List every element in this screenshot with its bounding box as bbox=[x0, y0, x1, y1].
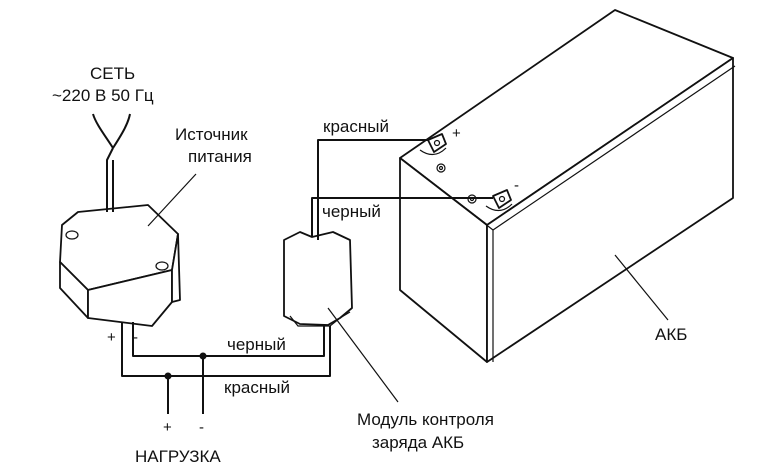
wire-black-psu bbox=[132, 322, 325, 357]
psu-mount-hole bbox=[65, 230, 79, 240]
psu-label-line2: питания bbox=[188, 147, 252, 166]
battery-plus-terminal bbox=[419, 133, 447, 156]
charge-module-body bbox=[283, 231, 353, 326]
battery-minus-sign: - bbox=[514, 177, 519, 194]
mains-cable bbox=[106, 147, 114, 212]
psu-plus-sign: + bbox=[107, 329, 116, 346]
wires bbox=[121, 139, 493, 414]
battery bbox=[399, 9, 736, 363]
wire-label-red-top: красный bbox=[323, 117, 389, 136]
wire-red-battery bbox=[317, 139, 428, 240]
battery-plus-sign: + bbox=[452, 125, 461, 142]
psu-side-face bbox=[171, 233, 181, 303]
module-label-line1: Модуль контроля bbox=[357, 410, 494, 429]
battery-minus-terminal bbox=[485, 189, 513, 212]
module-label-line2: заряда АКБ bbox=[372, 433, 464, 452]
psu-mount-hole bbox=[155, 261, 169, 271]
psu-minus-sign: - bbox=[133, 329, 138, 346]
wire-label-black-bottom: черный bbox=[227, 335, 286, 354]
load-plus-sign: + bbox=[163, 419, 172, 436]
mains-voltage-label: ~220 В 50 Гц bbox=[52, 86, 154, 105]
psu-front-face-2 bbox=[87, 269, 173, 327]
wire-label-black-top: черный bbox=[322, 202, 381, 221]
junction-dot-minus bbox=[199, 352, 207, 360]
junction-dot-plus bbox=[164, 372, 172, 380]
charge-module bbox=[283, 231, 353, 327]
mains-wire-left bbox=[92, 113, 114, 149]
leader-battery bbox=[614, 254, 669, 321]
battery-label: АКБ bbox=[655, 325, 687, 344]
load-minus-sign: - bbox=[199, 419, 204, 436]
mains-label: СЕТЬ bbox=[90, 64, 135, 83]
battery-vent bbox=[436, 163, 446, 173]
leader-lines bbox=[147, 173, 669, 403]
battery-right-face bbox=[486, 57, 734, 363]
load-label: НАГРУЗКА bbox=[135, 447, 221, 466]
power-supply bbox=[59, 113, 181, 327]
leader-module bbox=[327, 307, 399, 403]
psu-label-line1: Источник bbox=[175, 125, 248, 144]
mains-wire-right bbox=[112, 113, 131, 149]
wire-red-psu bbox=[121, 322, 331, 377]
wire-black-battery bbox=[311, 197, 493, 236]
leader-psu bbox=[147, 173, 197, 227]
wire-label-red-bottom: красный bbox=[224, 378, 290, 397]
